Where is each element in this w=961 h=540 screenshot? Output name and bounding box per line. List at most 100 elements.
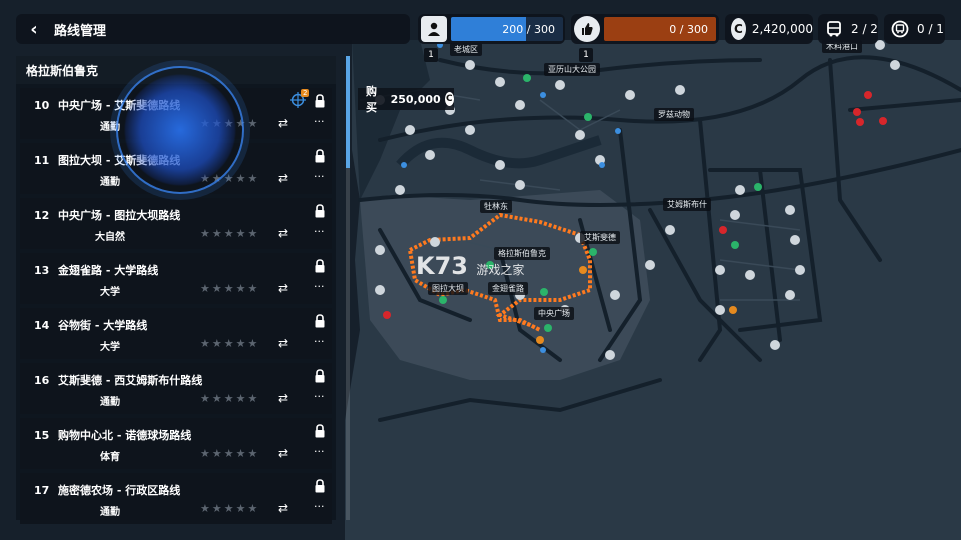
lock-icon [315, 259, 325, 273]
chevron-left-icon: ‹ [30, 18, 38, 40]
map-label-esfeld: 艾斯斐德 [580, 231, 620, 244]
more-options-button[interactable]: ··· [314, 335, 325, 348]
more-options-button[interactable]: ··· [314, 170, 325, 183]
bus-icon [821, 16, 847, 42]
back-button[interactable]: ‹ [16, 14, 52, 44]
map-label-zoo: 罗兹动物 [654, 108, 694, 121]
map-label-mudong: 牡林东 [480, 200, 512, 213]
route-item-16[interactable]: 16 艾斯斐德 - 西艾姆斯布什路线 通勤 ★★★★★ ⇄ ··· [20, 363, 332, 414]
map-label-glasbrook: 格拉斯伯鲁克 [494, 247, 550, 260]
driver-icon [421, 16, 447, 42]
buses-stat[interactable]: 2 / 2 [818, 14, 878, 44]
watermark: K73 游戏之家 [416, 252, 525, 280]
route-category: 体育 [100, 452, 120, 463]
route-list-scrollbar[interactable] [346, 56, 350, 520]
coin-icon: C [731, 18, 746, 40]
route-number: 17 [34, 484, 50, 497]
more-options-button[interactable]: ··· [314, 115, 325, 128]
lock-icon [315, 204, 325, 218]
lock-icon [315, 479, 325, 493]
drivers-progress-bar: 200 / 300 [451, 17, 563, 41]
more-options-button[interactable]: ··· [314, 500, 325, 513]
drivers-level: 1 [424, 48, 438, 62]
route-rating-stars: ★★★★★ [200, 282, 260, 295]
route-item-14[interactable]: 14 谷物街 - 大学路线 大学 ★★★★★ ⇄ ··· [20, 308, 332, 359]
route-title: 图拉大坝 - 艾斯斐德路线 [58, 154, 181, 167]
lock-icon [315, 369, 325, 383]
route-title: 中央广场 - 图拉大坝路线 [58, 209, 181, 222]
route-rating-stars: ★★★★★ [200, 337, 260, 350]
buy-label: 购买 [366, 85, 377, 114]
route-category: 通勤 [100, 507, 120, 518]
drivers-progress-fill [451, 17, 527, 41]
route-title: 艾斯斐德 - 西艾姆斯布什路线 [58, 374, 203, 387]
page-title: 路线管理 [54, 23, 107, 39]
route-item-10[interactable]: 10 中央广场 - 艾斯斐德路线 通勤 ★★★★★ ⇄ ··· 2 [20, 88, 332, 139]
route-rating-stars: ★★★★★ [200, 447, 260, 460]
money-value: 2,420,000 [751, 22, 813, 36]
thumbs-up-icon [574, 16, 600, 42]
route-category: 大学 [100, 342, 120, 353]
route-rating-stars: ★★★★★ [200, 392, 260, 405]
more-options-button[interactable]: ··· [314, 445, 325, 458]
reputation-stat[interactable]: 0 / 300 1 [571, 14, 719, 62]
bus-stop-icon [887, 16, 913, 42]
drivers-value: 200 / 300 [502, 22, 555, 36]
lock-icon [315, 424, 325, 438]
route-category: 大学 [100, 287, 120, 298]
assign-bus-icon[interactable]: ⇄ [278, 226, 289, 240]
route-category: 通勤 [100, 397, 120, 408]
more-options-button[interactable]: ··· [314, 390, 325, 403]
lock-icon [315, 149, 325, 163]
map-label-alexander-park: 亚历山大公园 [544, 63, 600, 76]
route-category: 通勤 [100, 122, 120, 133]
lock-icon [315, 314, 325, 328]
reputation-value: 0 / 300 [669, 22, 708, 36]
route-title: 中央广场 - 艾斯斐德路线 [58, 99, 181, 112]
assign-bus-icon[interactable]: ⇄ [278, 446, 289, 460]
assign-bus-icon[interactable]: ⇄ [278, 281, 289, 295]
coin-icon: C [444, 92, 454, 106]
route-rating-stars: ★★★★★ [200, 117, 260, 130]
lock-icon [315, 94, 325, 108]
route-number: 16 [34, 374, 50, 387]
map-label-goldfinch-road: 金翅雀路 [488, 282, 528, 295]
map-label-emsbush: 艾姆斯布什 [663, 198, 711, 211]
route-rating-stars: ★★★★★ [200, 172, 260, 185]
route-number: 15 [34, 429, 50, 442]
drivers-stat[interactable]: 200 / 300 1 [418, 14, 565, 62]
map-label-tula-dam: 图拉大坝 [428, 282, 468, 295]
assign-bus-icon[interactable]: ⇄ [278, 116, 289, 130]
locate-route-icon[interactable]: 2 [290, 89, 310, 112]
route-number: 10 [34, 99, 50, 112]
more-options-button[interactable]: ··· [314, 280, 325, 293]
route-number: 14 [34, 319, 50, 332]
route-rating-stars: ★★★★★ [200, 227, 260, 240]
assign-bus-icon[interactable]: ⇄ [278, 171, 289, 185]
reputation-level: 1 [579, 48, 593, 62]
assign-bus-icon[interactable]: ⇄ [278, 336, 289, 350]
buy-route-box[interactable]: 购买 250,000 C [358, 85, 454, 114]
scrollbar-thumb[interactable] [346, 56, 350, 168]
route-number: 13 [34, 264, 50, 277]
map-label-old-town: 老城区 [450, 43, 482, 56]
route-title: 谷物街 - 大学路线 [58, 319, 148, 332]
assign-bus-icon[interactable]: ⇄ [278, 391, 289, 405]
route-category: 通勤 [100, 177, 120, 188]
assign-bus-icon[interactable]: ⇄ [278, 501, 289, 515]
route-rating-stars: ★★★★★ [200, 502, 260, 515]
money-stat: C 2,420,000 [725, 14, 813, 44]
more-options-button[interactable]: ··· [314, 225, 325, 238]
buses-value: 2 / 2 [851, 22, 878, 36]
reputation-progress-fill [604, 17, 716, 41]
stops-stat[interactable]: 0 / 1 [884, 14, 945, 44]
